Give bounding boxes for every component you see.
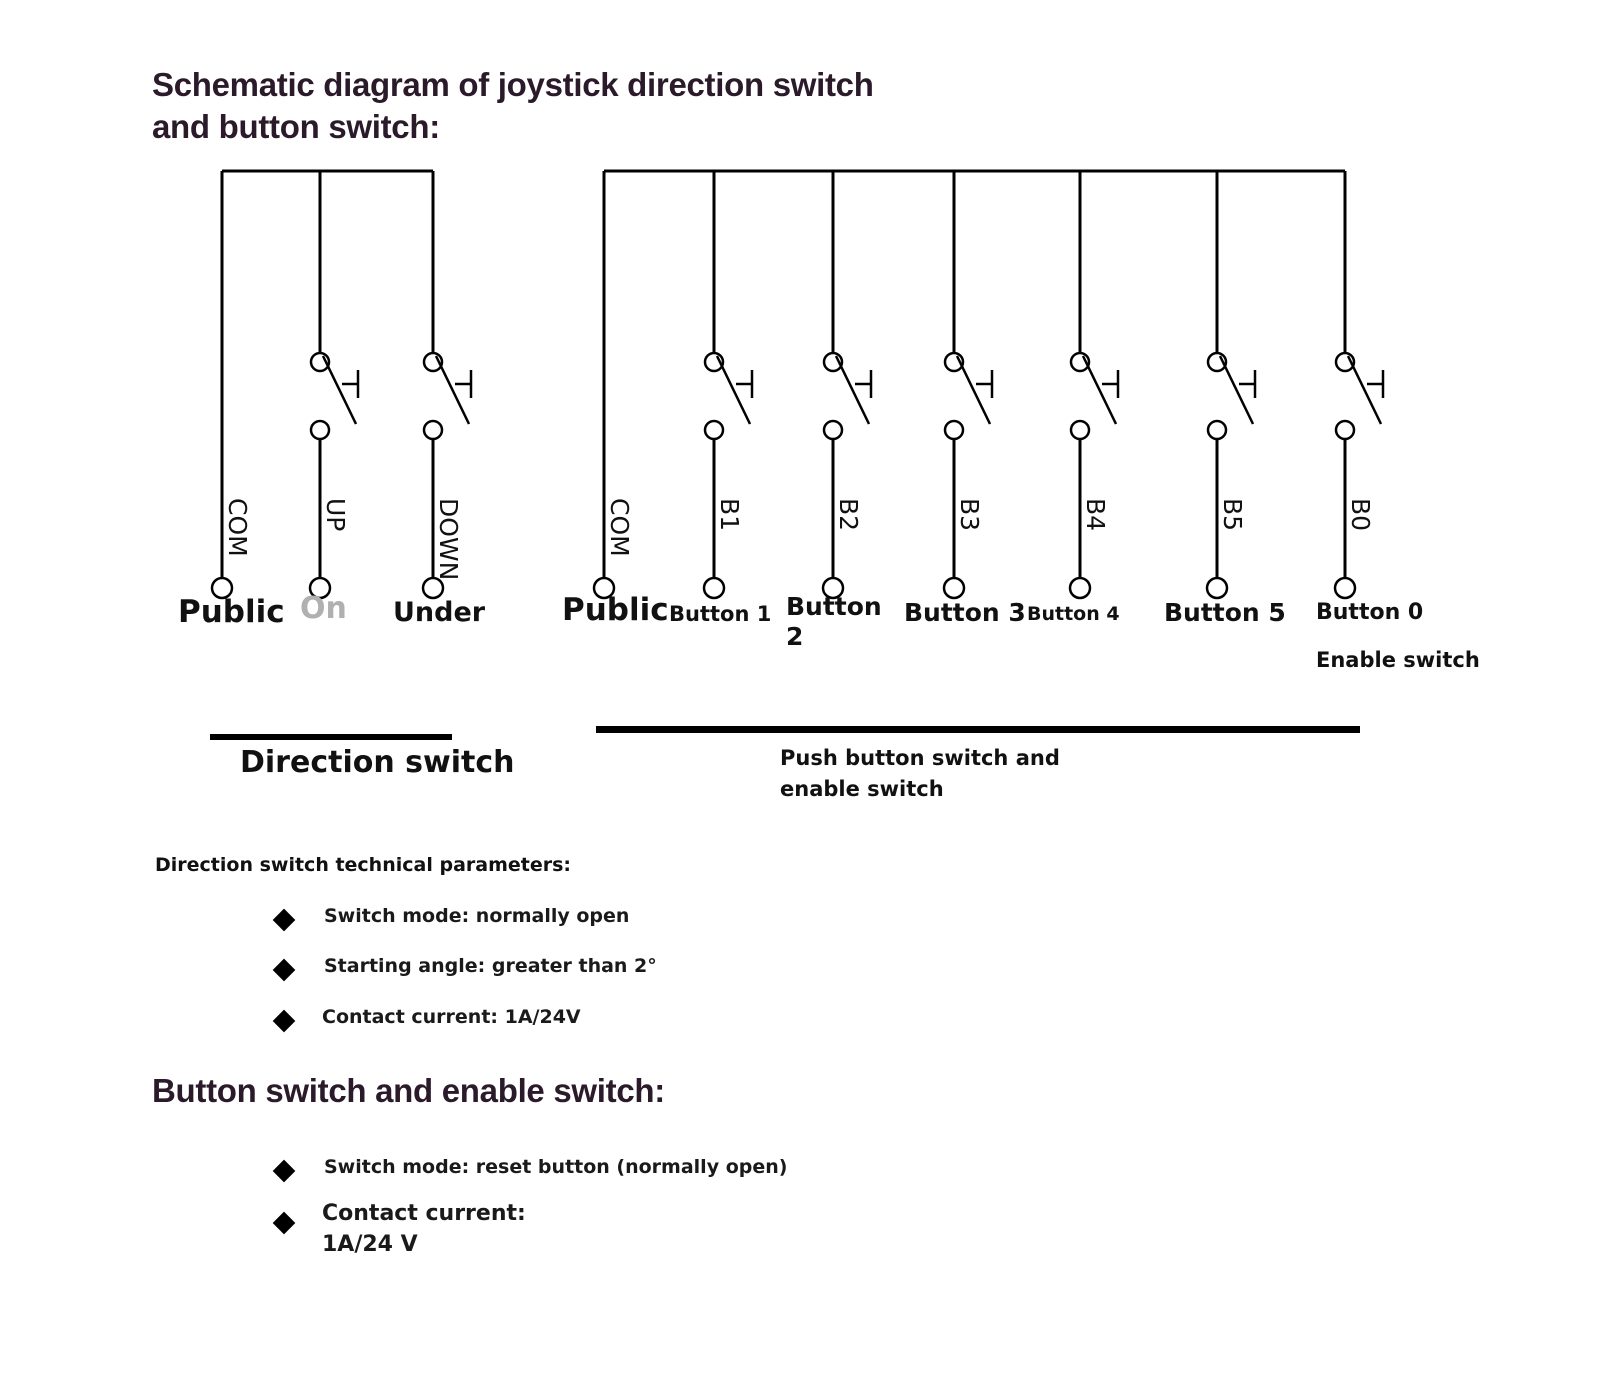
buttons-b2-terminal [821, 576, 845, 600]
direction-down-wire-label: DOWN [434, 498, 463, 580]
terminal-label-button-2: Button 2 [786, 592, 882, 651]
terminal-label-button-3: Button 3 [904, 598, 1026, 627]
buttons-b3-switch-contact-top [943, 351, 965, 373]
direction-params-heading: Direction switch technical parameters: [155, 854, 572, 876]
buttons-b5-wire-label: B5 [1218, 498, 1247, 531]
buttons-b0-switch-contact-bottom [1334, 419, 1356, 441]
direction-up-switch-blade [321, 355, 358, 425]
buttons-b5-terminal [1205, 576, 1229, 600]
terminal-label-button-4: Button 4 [1027, 603, 1120, 625]
buttons-b1-switch-contact-bottom [703, 419, 725, 441]
buttons-b1-wire-label: B1 [715, 498, 744, 531]
buttons-b1-terminal [702, 576, 726, 600]
terminal-label-public: Public [178, 594, 285, 630]
terminal-label-under: Under [393, 597, 486, 628]
direction-param-item: Starting angle: greater than 2° [324, 955, 657, 977]
buttons-b2-switch-contact-top [822, 351, 844, 373]
terminal-label-button-0: Button 0 [1316, 600, 1424, 625]
buttons-b2-switch-blade [834, 355, 871, 425]
buttons-b0-wire-label: B0 [1346, 498, 1375, 531]
direction-up-switch-contact-bottom [309, 419, 331, 441]
push-button-switch-caption: Push button switch and enable switch [780, 746, 1060, 801]
button-param-item: Switch mode: reset button (normally open… [324, 1156, 788, 1178]
direction-switch-caption: Direction switch [240, 745, 515, 780]
direction-param-item: Switch mode: normally open [324, 905, 630, 927]
buttons-b5-switch-blade [1218, 355, 1255, 425]
buttons-b3-switch-blade [955, 355, 992, 425]
direction-switch-bar [210, 734, 452, 740]
button-params-heading: Button switch and enable switch: [152, 1072, 665, 1109]
terminal-label-on: On [300, 591, 347, 626]
buttons-b4-wire-label: B4 [1081, 498, 1110, 531]
direction-up-wire-label: UP [321, 498, 350, 531]
direction-down-terminal [421, 576, 445, 600]
buttons-b3-switch-contact-bottom [943, 419, 965, 441]
buttons-b2-switch-contact-bottom [822, 419, 844, 441]
terminal-label-button-1: Button 1 [669, 602, 772, 626]
buttons-b2-wire-label: B2 [834, 498, 863, 531]
terminal-label-button-5: Button 5 [1164, 598, 1286, 627]
page-title: Schematic diagram of joystick direction … [152, 66, 874, 145]
buttons-b0-switch-contact-top [1334, 351, 1356, 373]
terminal-label-public-buttons: Public [562, 592, 669, 628]
direction-down-switch-blade [434, 355, 471, 425]
button-param-item: Contact current: 1A/24 V [322, 1201, 526, 1257]
buttons-b1-switch-blade [715, 355, 752, 425]
buttons-b0-terminal [1333, 576, 1357, 600]
buttons-b4-switch-blade [1081, 355, 1118, 425]
buttons-b5-switch-contact-bottom [1206, 419, 1228, 441]
buttons-com-wire-label: COM [605, 498, 634, 557]
direction-com-wire-label: COM [223, 498, 252, 557]
buttons-b3-wire-label: B3 [955, 498, 984, 531]
direction-param-item: Contact current: 1A/24V [322, 1006, 581, 1028]
buttons-b0-switch-blade [1346, 355, 1383, 425]
buttons-b1-switch-contact-top [703, 351, 725, 373]
push-button-switch-bar [596, 726, 1360, 733]
buttons-b4-switch-contact-bottom [1069, 419, 1091, 441]
buttons-b3-terminal [942, 576, 966, 600]
buttons-b4-terminal [1068, 576, 1092, 600]
buttons-b4-switch-contact-top [1069, 351, 1091, 373]
direction-down-switch-contact-bottom [422, 419, 444, 441]
direction-com-terminal [210, 576, 234, 600]
direction-down-switch-contact-top [422, 351, 444, 373]
direction-up-terminal [308, 576, 332, 600]
enable-switch-label: Enable switch [1316, 648, 1480, 672]
buttons-b5-switch-contact-top [1206, 351, 1228, 373]
buttons-com-terminal [592, 576, 616, 600]
direction-up-switch-contact-top [309, 351, 331, 373]
